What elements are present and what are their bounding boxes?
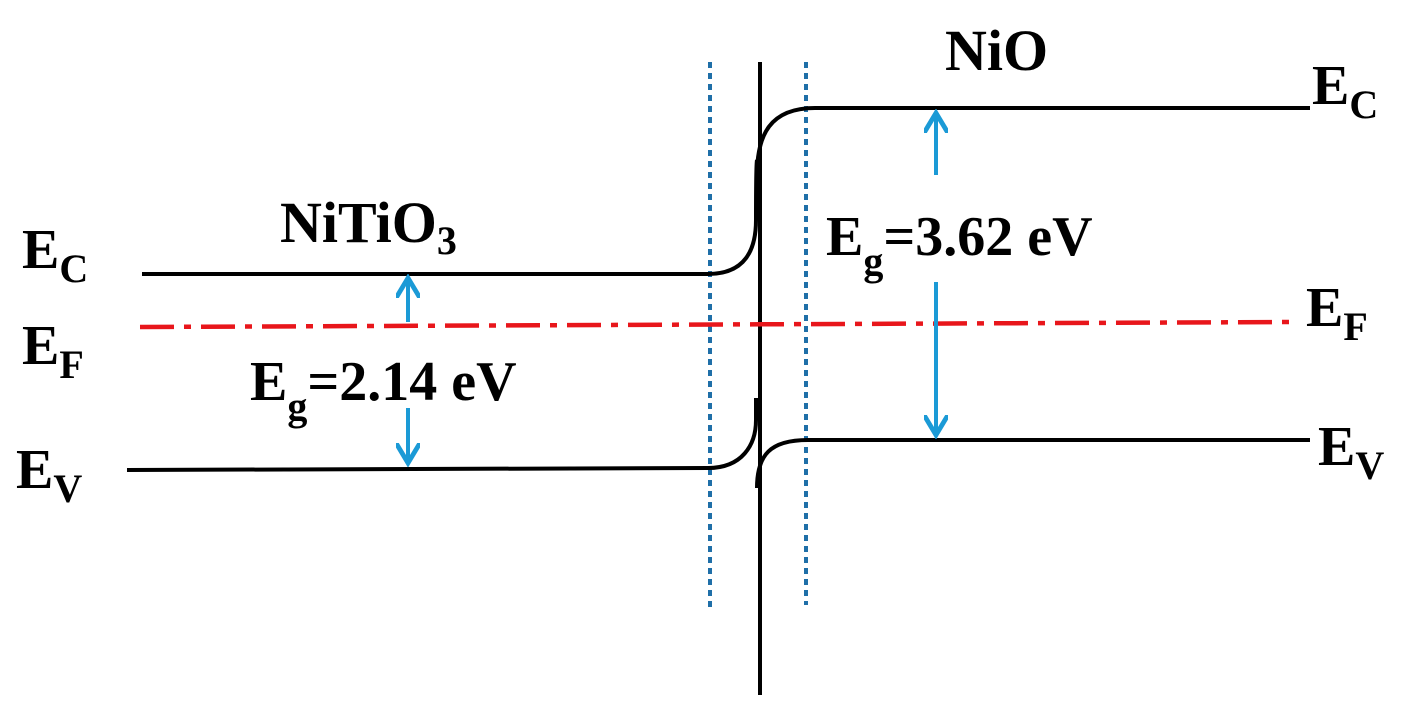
right-ev-label: EV bbox=[1318, 416, 1384, 488]
left-material-name: NiTiO3 bbox=[280, 190, 457, 263]
left-valence-band bbox=[126, 398, 758, 472]
right-ef-label: EF bbox=[1306, 277, 1368, 349]
right-bandgap-label: Eg=3.62 eV bbox=[826, 206, 1093, 284]
right-material-name: NiO bbox=[945, 18, 1048, 83]
left-ec-label: EC bbox=[22, 219, 88, 291]
right-valence-band bbox=[755, 438, 1310, 489]
fermi-level bbox=[139, 319, 1296, 330]
left-bandgap-label: Eg=2.14 eV bbox=[250, 351, 517, 429]
left-ev-label: EV bbox=[16, 439, 82, 511]
left-ef-label: EF bbox=[22, 315, 84, 387]
right-conduction-band bbox=[755, 106, 1310, 176]
right-ec-label: EC bbox=[1312, 55, 1378, 127]
